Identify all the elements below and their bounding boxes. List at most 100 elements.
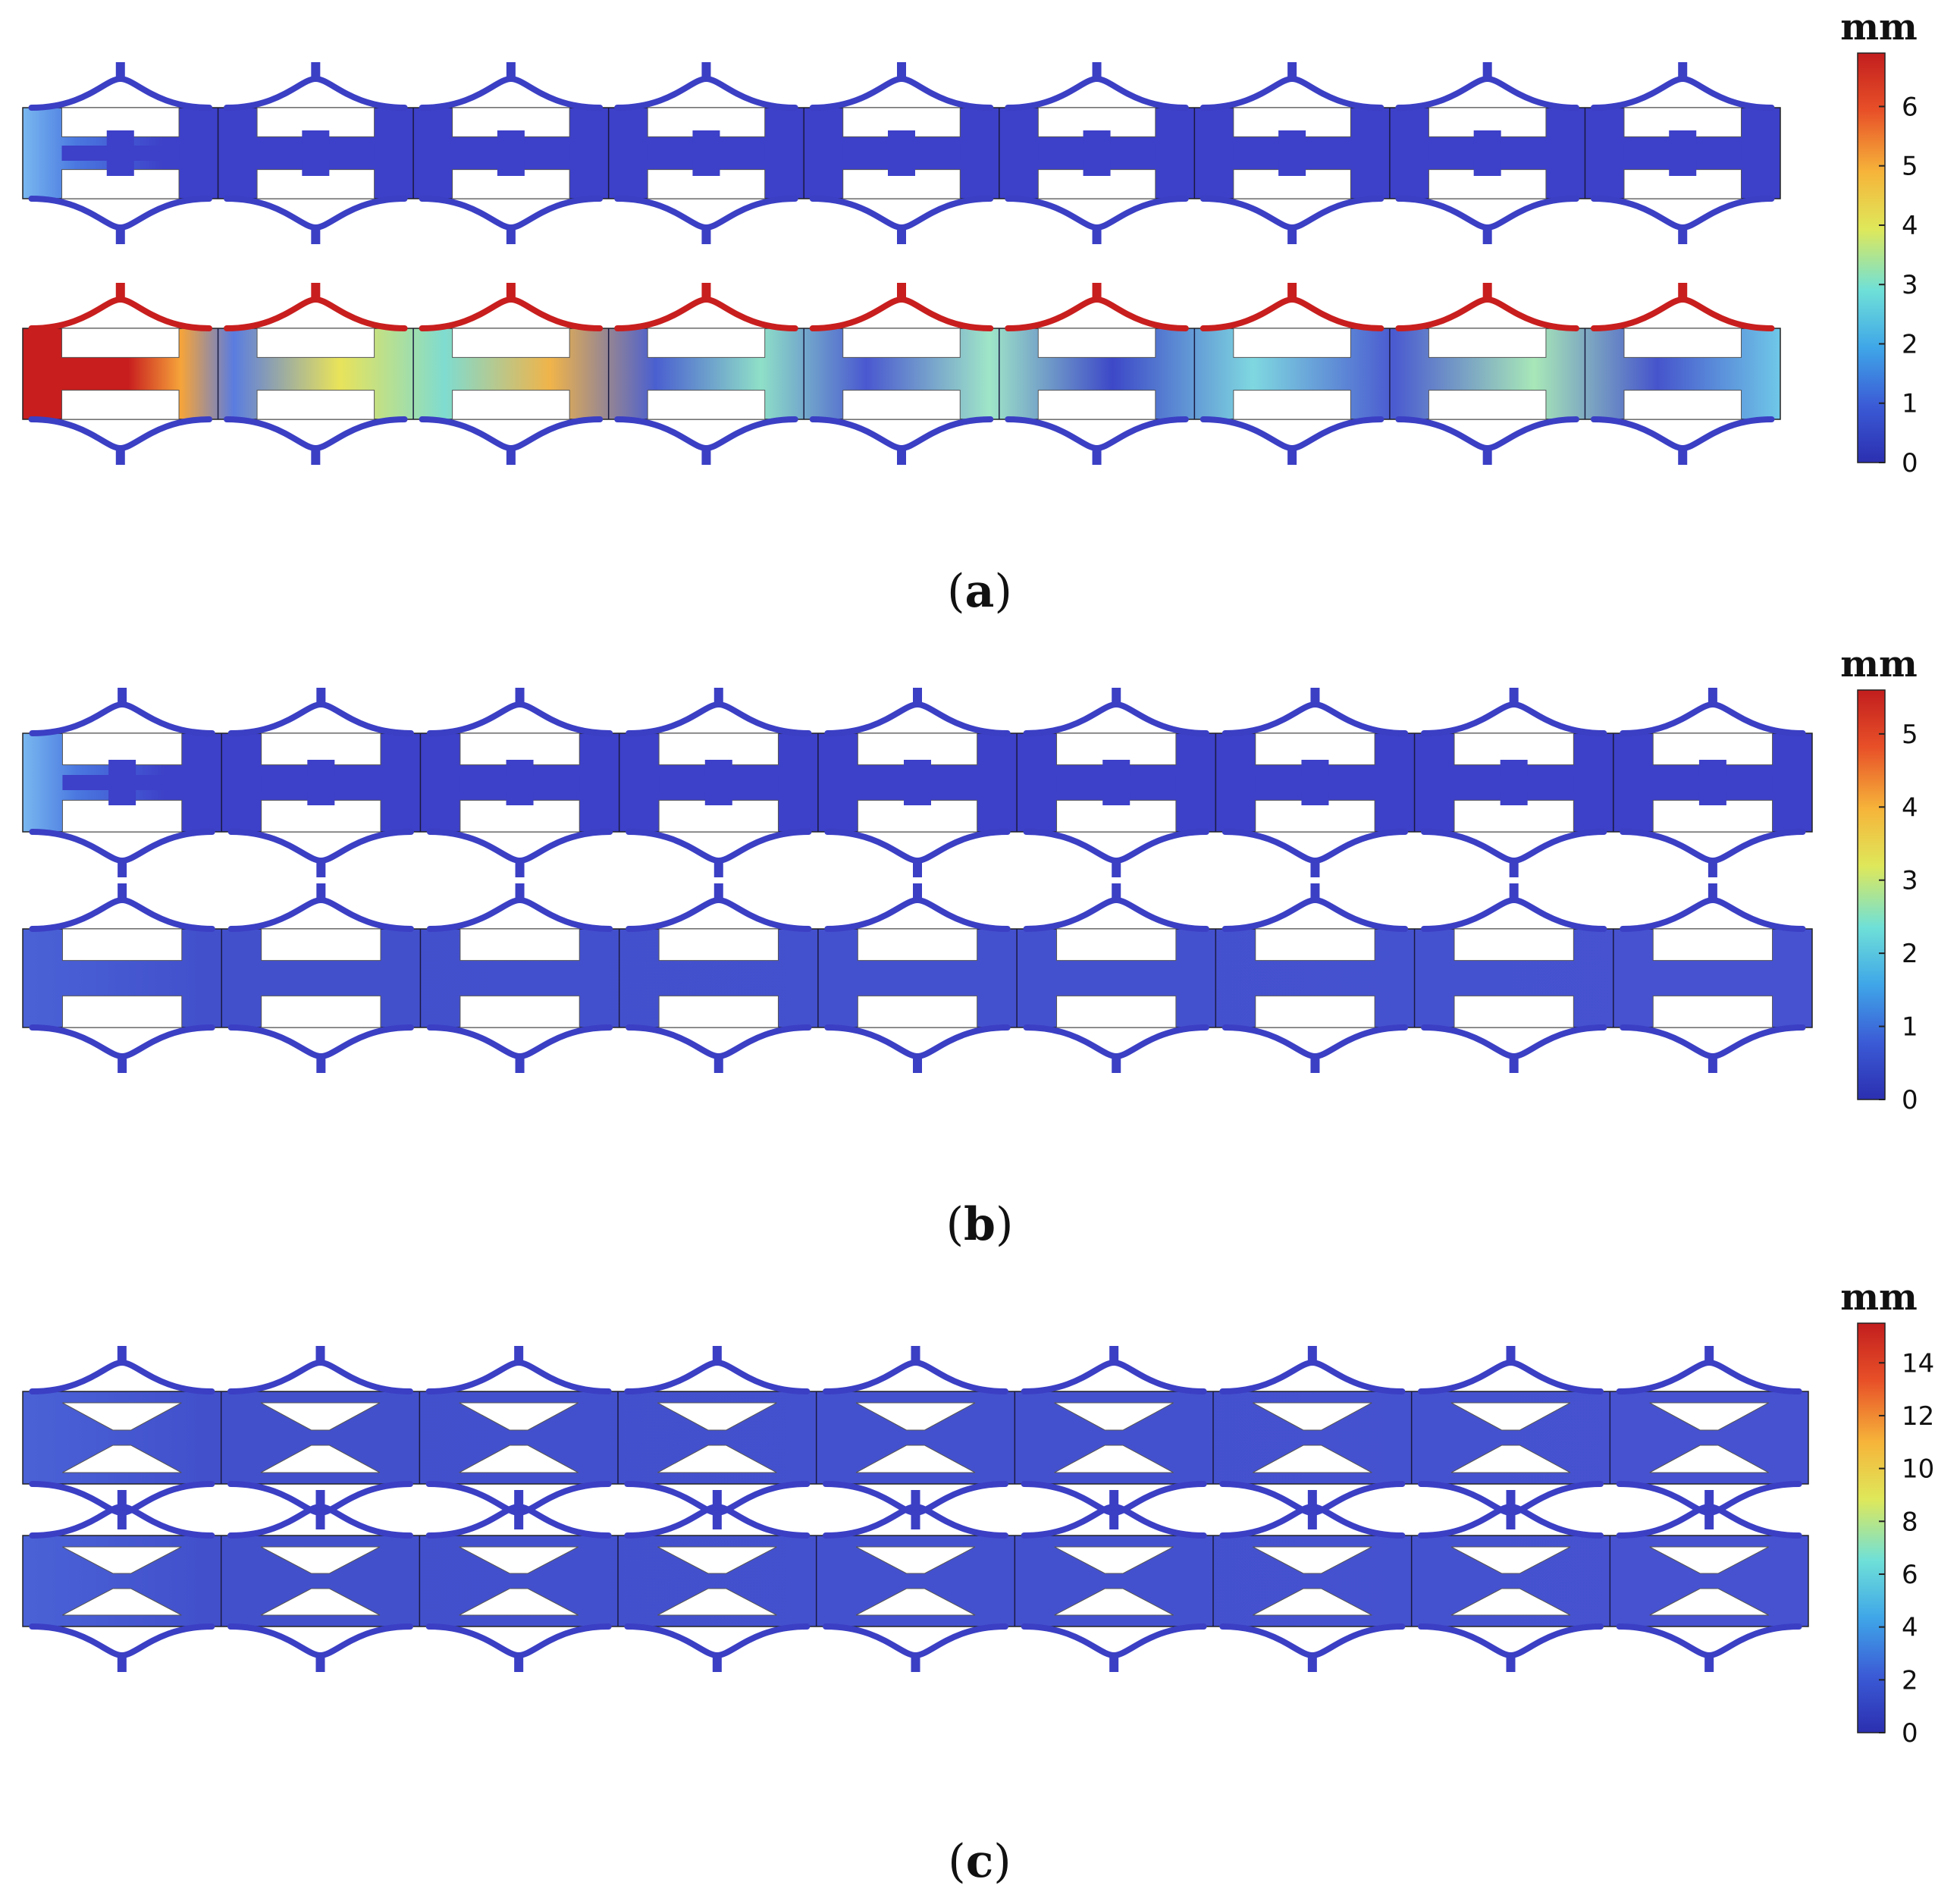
post-upper — [1112, 688, 1121, 706]
post-lower — [1482, 447, 1492, 465]
cutout-lower — [1054, 1588, 1174, 1616]
center-bar — [1038, 146, 1156, 161]
cutout-lower — [452, 390, 570, 420]
colorbar-unit: mm — [1840, 6, 1918, 49]
cutout-upper — [658, 732, 779, 766]
post-lower — [897, 226, 906, 244]
cutout-upper — [1233, 328, 1351, 358]
hinge-beam-lower — [1395, 416, 1579, 452]
cutout-lower — [260, 1445, 381, 1473]
center-bar — [257, 146, 375, 161]
hinge-beam-lower — [1616, 1623, 1802, 1659]
colorbar-unit: mm — [1840, 1276, 1918, 1319]
hinge-beam-upper — [1021, 1359, 1207, 1394]
cutout-lower — [260, 1588, 381, 1616]
center-bar — [62, 775, 182, 790]
colorbar-tick-label: 3 — [1902, 270, 1918, 300]
cutout-upper — [1428, 328, 1547, 358]
center-bar — [1233, 146, 1351, 161]
unit-cell — [1193, 283, 1385, 465]
cutout-lower — [256, 169, 375, 199]
cutout-lower — [1428, 390, 1547, 420]
cutout-upper — [459, 1402, 579, 1431]
cutout-upper — [1652, 928, 1773, 961]
post-upper — [913, 688, 922, 706]
cutout-lower — [61, 799, 183, 833]
post-upper — [712, 1490, 722, 1508]
cutout-lower — [1056, 799, 1177, 833]
post-upper — [118, 883, 127, 902]
unit-cell — [815, 1490, 1008, 1672]
post-lower — [712, 1511, 722, 1529]
hinge-beam-lower — [1421, 1024, 1607, 1060]
post-lower — [1509, 1055, 1519, 1073]
unit-cell — [607, 62, 798, 244]
strip-mode-lower — [22, 883, 1813, 1073]
cutout-upper — [1649, 1546, 1769, 1574]
post-upper — [911, 1490, 920, 1508]
cutout-upper — [857, 928, 978, 961]
unit-cell — [618, 883, 812, 1073]
hinge-beam-lower — [1023, 1024, 1209, 1060]
cutout-lower — [1623, 390, 1742, 420]
colorbar-tick-label: 5 — [1902, 152, 1918, 182]
post-upper — [897, 62, 906, 80]
post-upper — [1678, 283, 1688, 301]
post-upper — [1482, 62, 1492, 80]
hinge-beam-lower — [1590, 196, 1775, 231]
post-lower — [1482, 226, 1492, 244]
cutout-lower — [855, 1445, 976, 1473]
unit-cell — [29, 883, 215, 1073]
post-upper — [1482, 283, 1492, 301]
unit-cell — [999, 283, 1189, 465]
cutout-upper — [61, 107, 180, 137]
center-bar — [261, 775, 381, 790]
unit-cell — [412, 62, 604, 244]
post-upper — [911, 1346, 920, 1364]
colorbar-tick-label: 0 — [1902, 1085, 1918, 1115]
cutout-lower — [842, 390, 961, 420]
cutout-upper — [855, 1546, 976, 1574]
unit-cell — [220, 1346, 413, 1529]
hinge-beam-lower — [227, 829, 414, 864]
hinge-beam-upper — [1590, 296, 1775, 331]
hinge-beam-lower — [419, 196, 604, 231]
post-lower — [315, 1654, 325, 1672]
cutout-lower — [658, 799, 779, 833]
unit-cell — [1609, 1490, 1802, 1672]
hinge-beam-lower — [824, 1024, 1011, 1060]
cutout-lower — [1037, 390, 1156, 420]
colorbar-tick-label: 2 — [1902, 329, 1918, 359]
cutout-upper — [256, 328, 375, 358]
hinge-beam-upper — [224, 75, 408, 111]
center-bar — [1056, 775, 1176, 790]
unit-cell — [1215, 688, 1409, 877]
unit-cell — [29, 1346, 215, 1529]
colorbar-tick-label: 2 — [1902, 1665, 1918, 1696]
hinge-beam-upper — [824, 896, 1011, 932]
cutout-upper — [61, 928, 183, 961]
hinge-beam-lower — [1620, 829, 1806, 864]
post-lower — [311, 447, 321, 465]
unit-cell — [221, 688, 414, 877]
center-bar — [659, 775, 779, 790]
post-lower — [1092, 447, 1102, 465]
hinge-beam-lower — [1219, 1623, 1406, 1659]
cutout-upper — [459, 928, 580, 961]
post-lower — [712, 1654, 722, 1672]
post-upper — [701, 283, 711, 301]
panel-caption-letter: a — [965, 565, 995, 618]
cutout-upper — [459, 732, 580, 766]
post-lower — [115, 447, 125, 465]
unit-cell — [1413, 688, 1607, 877]
cutout-lower — [459, 1445, 579, 1473]
unit-cell — [803, 283, 994, 465]
cutout-lower — [61, 169, 180, 199]
unit-cell — [217, 283, 408, 465]
cutout-upper — [1454, 928, 1574, 961]
post-upper — [1678, 62, 1688, 80]
hinge-beam-upper — [1421, 701, 1607, 736]
center-bar — [842, 146, 961, 161]
cutout-upper — [261, 928, 381, 961]
hinge-beam-upper — [1590, 75, 1775, 111]
